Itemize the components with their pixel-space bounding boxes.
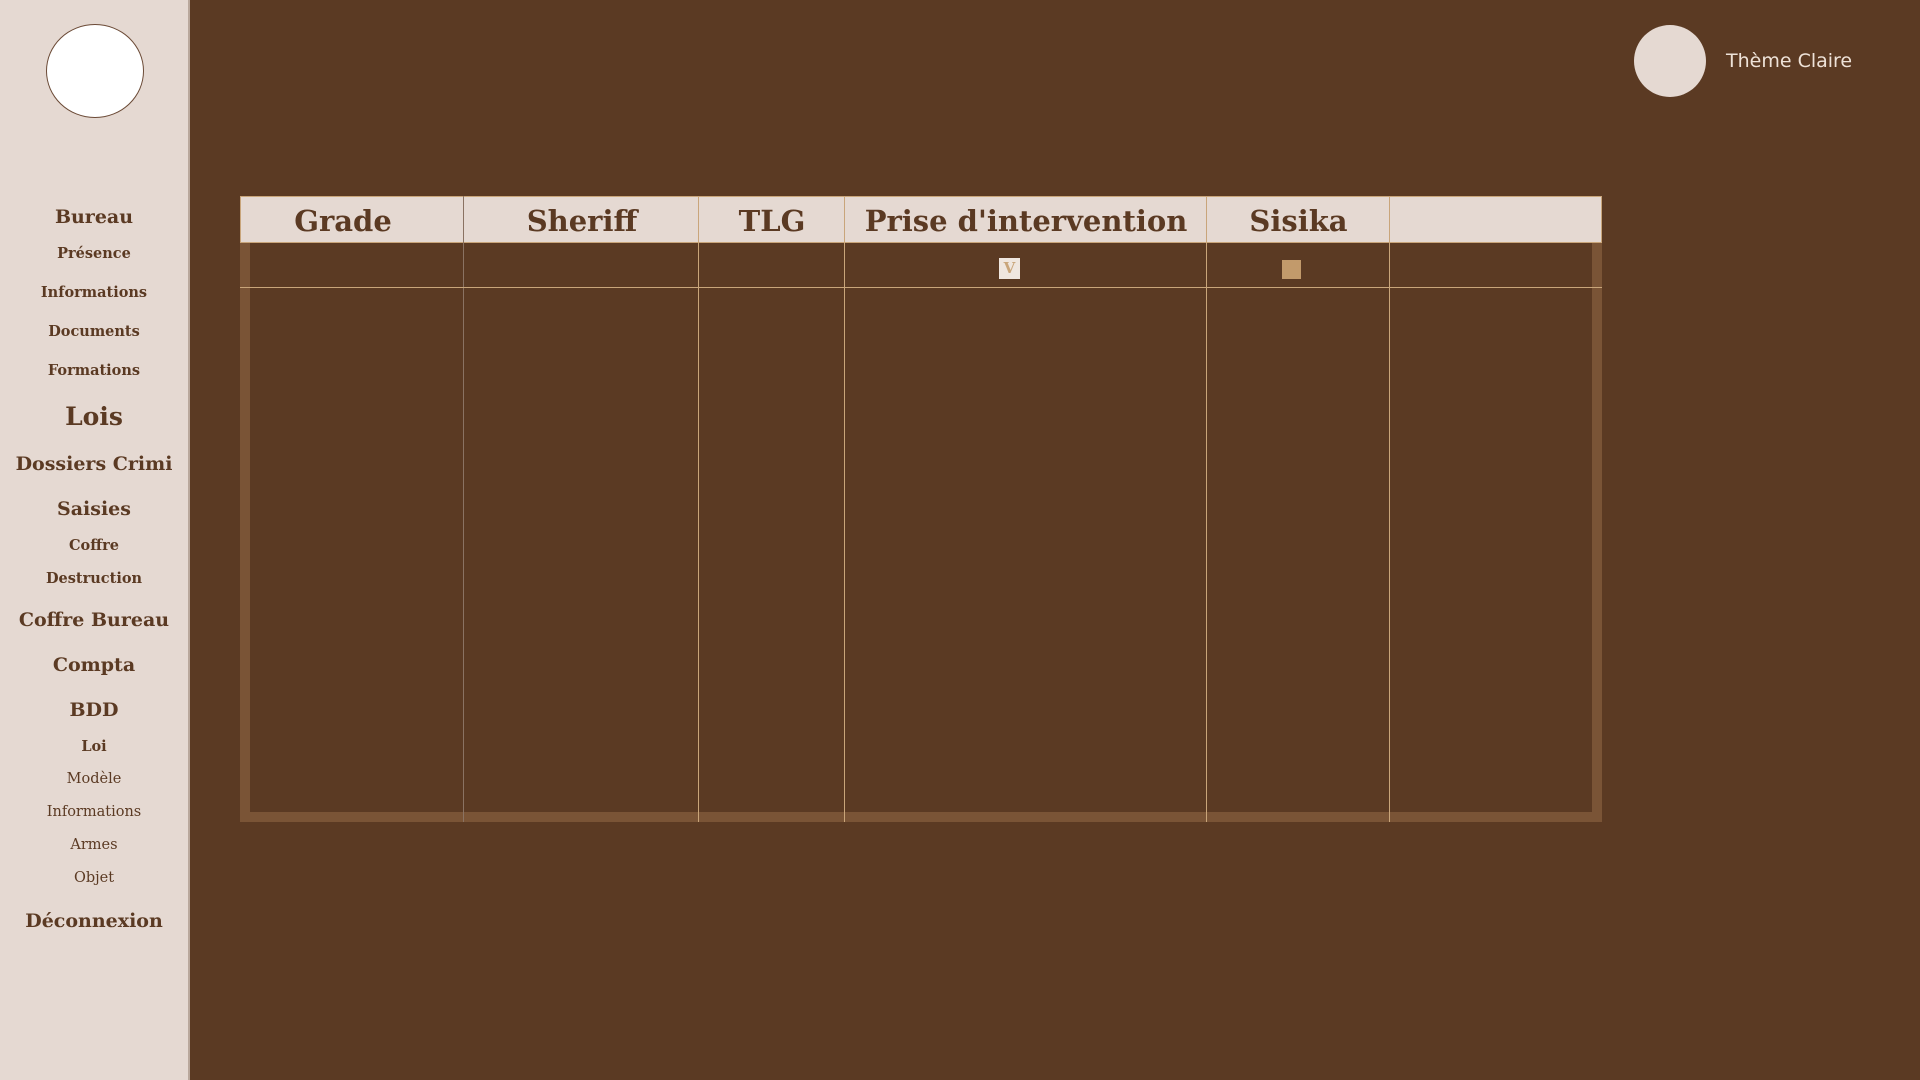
column-header-tlg: TLG xyxy=(738,204,806,238)
sidebar-item-bureau[interactable]: Bureau xyxy=(54,206,134,228)
sidebar-item-lois[interactable]: Lois xyxy=(65,402,123,431)
sidebar-item-modele[interactable]: Modèle xyxy=(66,771,122,787)
table-frame xyxy=(240,242,1602,822)
prise-intervention-checkbox[interactable]: V xyxy=(999,258,1020,279)
sisika-checkbox[interactable] xyxy=(1282,260,1301,279)
column-divider xyxy=(1389,196,1390,822)
theme-label[interactable]: Thème Claire xyxy=(1726,50,1853,72)
sidebar-item-documents[interactable]: Documents xyxy=(48,323,140,340)
sidebar-item-objet[interactable]: Objet xyxy=(73,870,115,886)
sidebar-item-destruction[interactable]: Destruction xyxy=(45,570,143,587)
column-header-sisika: Sisika xyxy=(1249,204,1348,238)
column-divider xyxy=(698,196,699,822)
sidebar-item-compta[interactable]: Compta xyxy=(52,654,136,676)
sidebar-item-dossiers-crimi[interactable]: Dossiers Crimi xyxy=(15,453,173,475)
sidebar-item-informations[interactable]: Informations xyxy=(40,284,148,301)
sidebar-item-formations[interactable]: Formations xyxy=(47,362,141,379)
sidebar-item-coffre-bureau[interactable]: Coffre Bureau xyxy=(18,609,170,631)
sidebar-item-loi[interactable]: Loi xyxy=(81,738,107,755)
column-header-sheriff: Sheriff xyxy=(526,204,638,238)
column-divider xyxy=(844,196,845,822)
sidebar: Bureau Présence Informations Documents F… xyxy=(0,0,190,1080)
column-divider xyxy=(463,196,464,822)
table-header: Grade Sheriff TLG Prise d'intervention S… xyxy=(240,196,1602,243)
sidebar-item-bdd[interactable]: BDD xyxy=(69,699,119,721)
staff-table: Grade Sheriff TLG Prise d'intervention S… xyxy=(240,196,1602,822)
sidebar-item-saisies[interactable]: Saisies xyxy=(57,498,131,520)
table-body xyxy=(250,242,1592,812)
sidebar-item-coffre[interactable]: Coffre xyxy=(69,537,119,554)
sidebar-item-deconnexion[interactable]: Déconnexion xyxy=(25,910,163,932)
column-header-empty xyxy=(1390,197,1601,242)
column-header-grade: Grade xyxy=(294,204,392,238)
sidebar-item-informations-bdd[interactable]: Informations xyxy=(46,804,142,820)
theme-toggle[interactable] xyxy=(1634,25,1706,97)
logo xyxy=(46,24,144,118)
sidebar-item-presence[interactable]: Présence xyxy=(57,245,131,262)
sidebar-item-armes[interactable]: Armes xyxy=(70,837,118,853)
column-header-prise-intervention: Prise d'intervention xyxy=(864,204,1188,238)
column-divider xyxy=(1206,196,1207,822)
row-divider xyxy=(240,287,1602,288)
